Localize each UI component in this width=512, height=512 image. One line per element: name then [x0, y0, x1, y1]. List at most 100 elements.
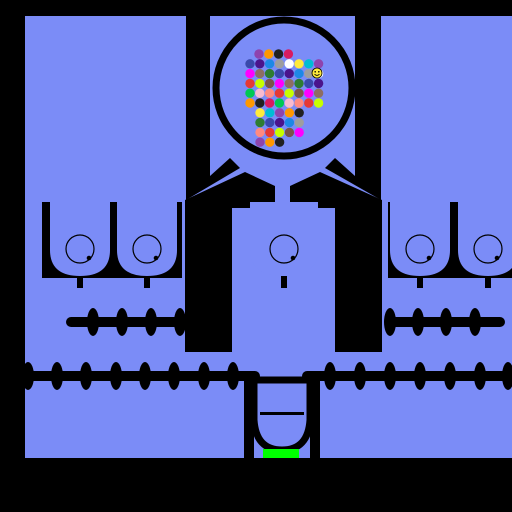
bucket-ring	[132, 234, 162, 264]
bucket	[390, 202, 450, 276]
center-left-wedge	[185, 172, 275, 352]
hopper-right-wall	[355, 16, 381, 176]
ball	[274, 117, 285, 128]
rotor-blade[interactable]	[444, 362, 456, 390]
ball	[283, 49, 294, 59]
buckets	[50, 202, 512, 288]
ball	[304, 98, 314, 108]
ball	[294, 68, 304, 79]
rotor-blade[interactable]	[116, 308, 128, 336]
bucket-marker	[86, 255, 92, 261]
hopper-right-funnel	[325, 158, 381, 200]
rotor-blade[interactable]	[227, 362, 239, 390]
ball-hopper	[221, 25, 347, 151]
ball	[274, 68, 285, 79]
ball	[255, 137, 265, 147]
ball	[255, 117, 265, 128]
ball	[284, 108, 295, 118]
ball	[284, 127, 295, 138]
rotor-blade[interactable]	[324, 362, 336, 390]
ball	[304, 68, 314, 79]
ball	[284, 117, 295, 128]
ball	[265, 127, 275, 138]
ball	[294, 59, 304, 69]
bucket	[458, 202, 512, 276]
chute-right-wall	[310, 380, 320, 458]
rotor-blade[interactable]	[414, 362, 426, 390]
ball	[313, 78, 324, 89]
ball	[273, 49, 284, 59]
bucket-marker	[290, 255, 296, 261]
rotor-blade[interactable]	[384, 308, 396, 336]
ball	[284, 88, 294, 98]
rotor-blade[interactable]	[110, 362, 122, 390]
ball	[274, 78, 285, 89]
rotor-blade[interactable]	[80, 362, 92, 390]
bucket-ring	[65, 234, 95, 264]
ball	[274, 137, 285, 147]
rotor-blade[interactable]	[412, 308, 424, 336]
ball	[255, 59, 265, 69]
ball	[294, 88, 304, 98]
ball	[274, 59, 285, 69]
ball	[274, 108, 285, 118]
rotor-blade[interactable]	[440, 308, 452, 336]
ball	[264, 88, 275, 98]
rotor-blade[interactable]	[474, 362, 486, 390]
bucket-ring	[473, 234, 503, 264]
chute-left-wall	[244, 380, 254, 458]
ball	[313, 59, 324, 69]
rotor-blade[interactable]	[384, 362, 396, 390]
smiley-icon	[311, 67, 323, 79]
ball-cluster[interactable]	[245, 49, 324, 147]
bucket-marker	[494, 255, 500, 261]
ball	[255, 88, 265, 98]
ball	[245, 88, 255, 98]
bucket-stem	[485, 276, 491, 288]
rotor-blade[interactable]	[168, 362, 180, 390]
rotor-blade[interactable]	[502, 362, 512, 390]
ball	[304, 59, 314, 69]
ball	[255, 127, 265, 138]
rotor-blade[interactable]	[139, 362, 151, 390]
ball	[294, 98, 304, 108]
ball	[265, 137, 275, 147]
goal-pad	[263, 449, 299, 458]
ball	[284, 98, 294, 108]
ball	[255, 98, 265, 108]
bucket-marker	[153, 255, 159, 261]
rotor-blade[interactable]	[87, 308, 99, 336]
bucket	[117, 202, 177, 276]
rotor-blade[interactable]	[174, 308, 186, 336]
cup-lid-line	[260, 412, 304, 415]
ball	[245, 78, 255, 89]
ball	[284, 78, 294, 89]
ball	[304, 78, 314, 89]
ball	[264, 68, 275, 79]
ball	[313, 88, 324, 98]
ball	[304, 88, 314, 98]
rotor-blade[interactable]	[145, 308, 157, 336]
rotor-blade[interactable]	[22, 362, 34, 390]
rotors[interactable]	[18, 308, 512, 390]
ball	[264, 78, 275, 89]
ball	[294, 108, 304, 118]
ball	[294, 127, 304, 138]
bucket-stem	[417, 276, 423, 288]
rotor-blade[interactable]	[198, 362, 210, 390]
rotor-blade[interactable]	[51, 362, 63, 390]
ball	[274, 98, 285, 108]
ball	[255, 68, 265, 79]
ball	[264, 98, 275, 108]
ball	[294, 117, 304, 128]
ball	[255, 78, 265, 89]
bucket-stem	[77, 276, 83, 288]
rotor-blade[interactable]	[469, 308, 481, 336]
center-right-wedge	[290, 172, 382, 352]
hopper-left-wall	[186, 16, 210, 176]
bucket-stem	[144, 276, 150, 288]
ball	[274, 88, 285, 98]
rotor-blade[interactable]	[354, 362, 366, 390]
ball	[245, 68, 255, 79]
